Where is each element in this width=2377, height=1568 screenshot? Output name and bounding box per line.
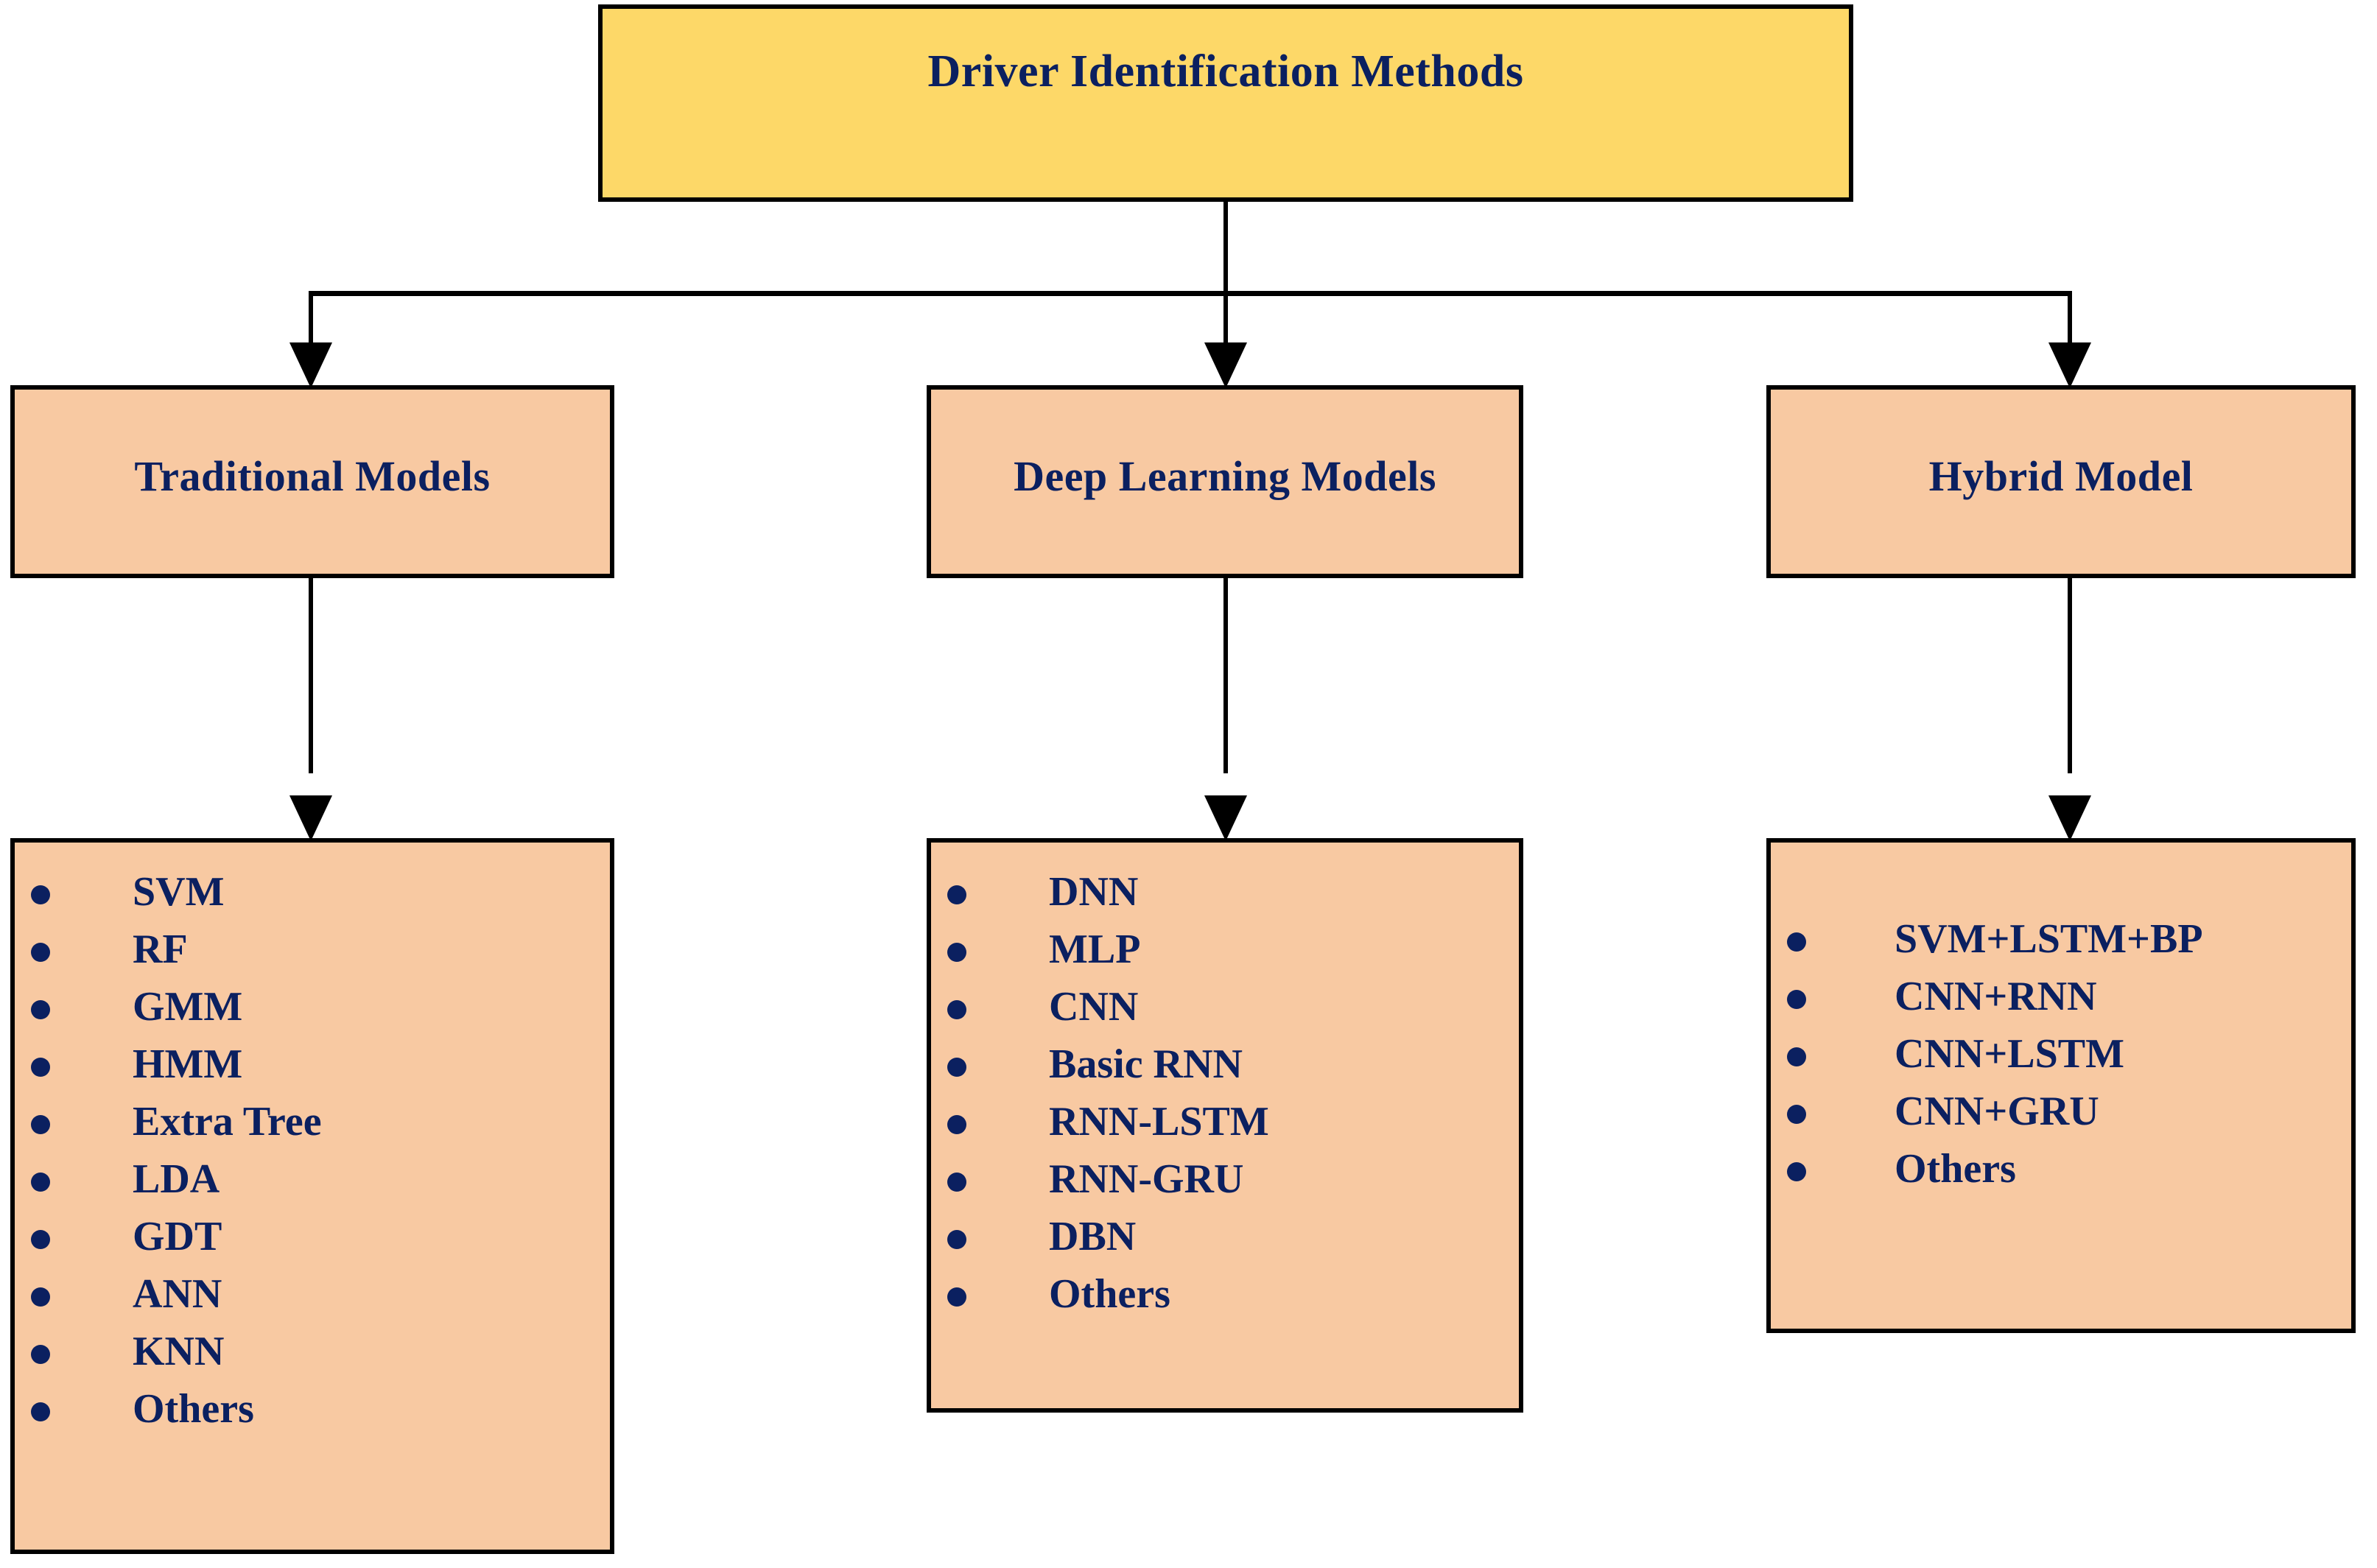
list-item-label: KNN	[133, 1329, 225, 1374]
category-node-traditional-models[interactable]: Traditional Models	[10, 385, 614, 578]
list-item[interactable]: GDT	[15, 1208, 610, 1265]
list-item-label: Basic RNN	[1049, 1041, 1243, 1087]
bullet-dot-icon	[31, 1000, 50, 1019]
bullet-dot-icon	[1787, 932, 1806, 952]
list-item[interactable]: DNN	[931, 863, 1519, 921]
list-item-label: SVM	[133, 869, 225, 915]
list-item[interactable]: DBN	[931, 1208, 1519, 1265]
list-item-label: SVM+LSTM+BP	[1895, 916, 2203, 962]
list-item[interactable]: RNN-LSTM	[931, 1093, 1519, 1150]
list-item-label: Others	[1895, 1146, 2016, 1192]
arrowhead-hybrid	[2048, 342, 2091, 388]
list-node-traditional-models[interactable]: SVM RF GMM HMM Extra Tree LDA GDT ANN KN…	[10, 838, 614, 1554]
list-item[interactable]: Others	[15, 1380, 610, 1438]
list-item-label: RNN-LSTM	[1049, 1099, 1269, 1145]
connector-drop-deep-learning	[1223, 291, 1228, 359]
bullet-dot-icon	[31, 943, 50, 962]
list-item[interactable]: LDA	[15, 1150, 610, 1208]
bullet-dot-icon	[1787, 990, 1806, 1009]
list-item[interactable]: Extra Tree	[15, 1093, 610, 1150]
list-item-label: GMM	[133, 984, 243, 1030]
list-item[interactable]: HMM	[15, 1036, 610, 1093]
list-item[interactable]: SVM+LSTM+BP	[1771, 910, 2351, 968]
bullet-dot-icon	[947, 1000, 966, 1019]
list-item-label: HMM	[133, 1041, 243, 1087]
bullet-dot-icon	[1787, 1162, 1806, 1181]
arrowhead-deep-learning-list	[1204, 795, 1247, 841]
list-item[interactable]: RNN-GRU	[931, 1150, 1519, 1208]
arrowhead-hybrid-list	[2048, 795, 2091, 841]
bullet-dot-icon	[31, 1345, 50, 1364]
list-item-label: CNN+LSTM	[1895, 1031, 2124, 1077]
list-item[interactable]: CNN+LSTM	[1771, 1025, 2351, 1083]
list-node-deep-learning-models[interactable]: DNN MLP CNN Basic RNN RNN-LSTM RNN-GRU D…	[927, 838, 1523, 1413]
list-item-label: RNN-GRU	[1049, 1156, 1244, 1202]
list-item-label: CNN	[1049, 984, 1139, 1030]
list-item-label: MLP	[1049, 927, 1141, 972]
list-item[interactable]: Others	[931, 1265, 1519, 1323]
connector-stem-hybrid-list	[2068, 578, 2072, 773]
list-item[interactable]: Others	[1771, 1140, 2351, 1198]
connector-drop-traditional	[309, 291, 313, 359]
list-item-label: LDA	[133, 1156, 220, 1202]
bullet-dot-icon	[31, 1058, 50, 1077]
connector-stem-traditional-list	[309, 578, 313, 773]
bullet-list-deep-learning: DNN MLP CNN Basic RNN RNN-LSTM RNN-GRU D…	[931, 863, 1519, 1323]
category-node-label: Traditional Models	[134, 452, 491, 500]
connector-stem-deep-learning-list	[1223, 578, 1228, 773]
category-node-label: Hybrid Model	[1928, 452, 2194, 500]
list-item[interactable]: Basic RNN	[931, 1036, 1519, 1093]
list-item-label: DNN	[1049, 869, 1139, 915]
bullet-dot-icon	[1787, 1047, 1806, 1066]
connector-horizontal-bus	[309, 291, 2072, 296]
bullet-dot-icon	[31, 1115, 50, 1134]
bullet-dot-icon	[947, 1287, 966, 1307]
bullet-dot-icon	[947, 943, 966, 962]
bullet-dot-icon	[31, 885, 50, 904]
list-item[interactable]: CNN+RNN	[1771, 968, 2351, 1025]
root-node-label: Driver Identification Methods	[927, 46, 1524, 96]
bullet-dot-icon	[31, 1287, 50, 1307]
list-item-label: DBN	[1049, 1214, 1137, 1259]
root-node-driver-identification-methods[interactable]: Driver Identification Methods	[598, 4, 1853, 202]
list-item[interactable]: MLP	[931, 921, 1519, 978]
category-node-deep-learning-models[interactable]: Deep Learning Models	[927, 385, 1523, 578]
arrowhead-traditional	[289, 342, 332, 388]
list-item-label: CNN+RNN	[1895, 974, 2097, 1019]
bullet-dot-icon	[1787, 1105, 1806, 1124]
bullet-dot-icon	[31, 1402, 50, 1421]
bullet-dot-icon	[947, 1173, 966, 1192]
bullet-dot-icon	[947, 1115, 966, 1134]
bullet-dot-icon	[947, 1230, 966, 1249]
list-item[interactable]: SVM	[15, 863, 610, 921]
list-item-label: Extra Tree	[133, 1099, 322, 1145]
bullet-list-traditional: SVM RF GMM HMM Extra Tree LDA GDT ANN KN…	[15, 863, 610, 1438]
list-item-label: RF	[133, 927, 188, 972]
list-item[interactable]: CNN	[931, 978, 1519, 1036]
list-node-hybrid-model[interactable]: SVM+LSTM+BP CNN+RNN CNN+LSTM CNN+GRU Oth…	[1766, 838, 2356, 1333]
connector-root-trunk	[1223, 200, 1228, 295]
bullet-dot-icon	[31, 1173, 50, 1192]
list-item-label: GDT	[133, 1214, 222, 1259]
list-item[interactable]: ANN	[15, 1265, 610, 1323]
arrowhead-traditional-list	[289, 795, 332, 841]
list-item-label: ANN	[133, 1271, 222, 1317]
arrowhead-deep-learning	[1204, 342, 1247, 388]
list-item-label: Others	[1049, 1271, 1170, 1317]
list-item-label: Others	[133, 1386, 254, 1432]
bullet-dot-icon	[947, 885, 966, 904]
connector-drop-hybrid	[2068, 291, 2072, 359]
bullet-dot-icon	[31, 1230, 50, 1249]
list-item[interactable]: RF	[15, 921, 610, 978]
bullet-list-hybrid: SVM+LSTM+BP CNN+RNN CNN+LSTM CNN+GRU Oth…	[1771, 910, 2351, 1198]
list-item[interactable]: CNN+GRU	[1771, 1083, 2351, 1140]
category-node-hybrid-model[interactable]: Hybrid Model	[1766, 385, 2356, 578]
list-item-label: CNN+GRU	[1895, 1089, 2099, 1134]
bullet-dot-icon	[947, 1058, 966, 1077]
category-node-label: Deep Learning Models	[1014, 452, 1436, 500]
list-item[interactable]: KNN	[15, 1323, 610, 1380]
list-item[interactable]: GMM	[15, 978, 610, 1036]
